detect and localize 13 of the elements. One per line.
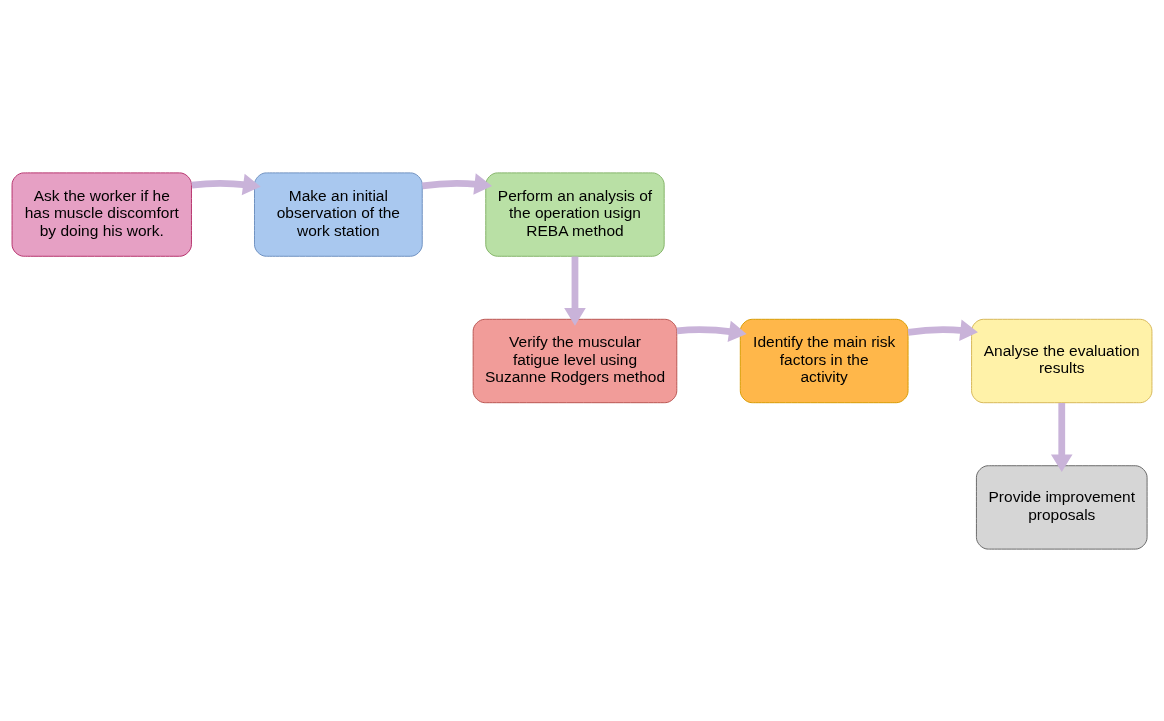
arrow xyxy=(907,319,978,341)
node-box: Provide improvement proposals xyxy=(975,464,1148,550)
node-box: Ask the worker if he has muscle discomfort by doing his work. xyxy=(11,171,192,257)
node-box: Perform an analysis of the operation usign REBA method xyxy=(485,171,665,257)
arrow xyxy=(1050,402,1073,472)
arrow xyxy=(191,173,261,195)
arrow xyxy=(676,320,747,342)
node-box: Verify the muscular fatigue level using Suzanne Rodgers method xyxy=(472,318,678,403)
arrow xyxy=(564,256,586,326)
arrow xyxy=(422,172,493,195)
node-box: Analyse the evaluation results xyxy=(971,318,1153,403)
node-box: Make an initial observation of the work station xyxy=(254,171,423,257)
node-box: Identify the main risk factors in the activity xyxy=(739,318,909,403)
